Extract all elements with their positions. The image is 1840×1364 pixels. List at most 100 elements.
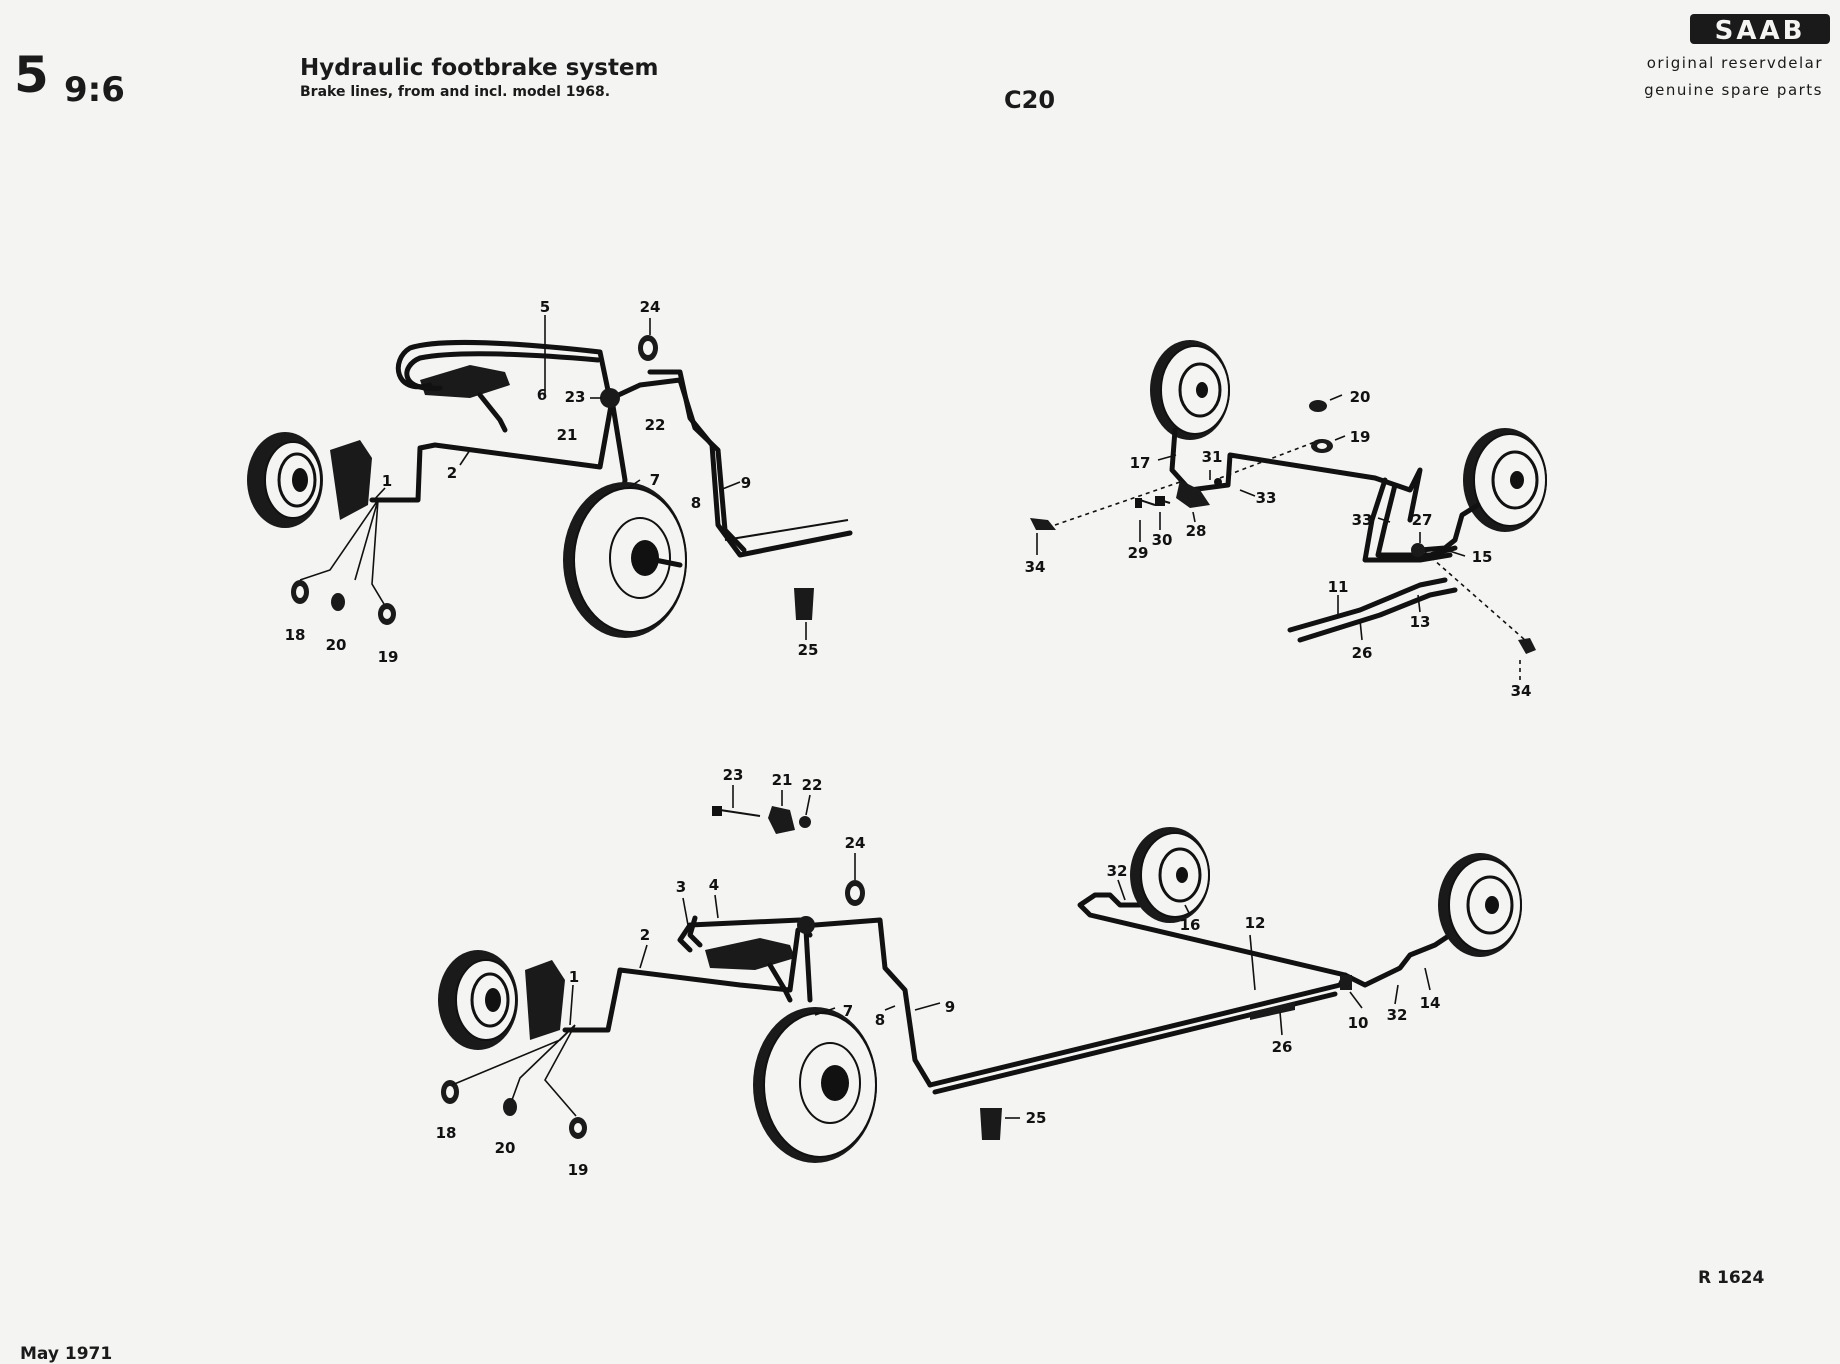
grommet-24 (638, 335, 658, 361)
bottom-clip-25 (980, 1108, 1002, 1140)
bottom-rear-left-brake-drum (1130, 827, 1210, 923)
label-23: 23 (565, 388, 586, 406)
label-24: 24 (640, 298, 661, 316)
rear-left-brake-drum (1150, 340, 1230, 440)
diagram-top-right: 20 19 17 31 33 33 27 15 34 29 30 28 11 1… (1025, 340, 1547, 700)
bottom-washer-20 (503, 1098, 517, 1116)
diagram-bottom: 23 21 22 24 3 4 2 1 32 16 12 7 8 9 14 32… (436, 766, 1522, 1179)
brake-line-13 (1297, 587, 1458, 643)
bottom-rear-right-brake-drum (1438, 853, 1522, 957)
bottom-front-left-brake-hub (438, 950, 565, 1050)
bracket-34-left (1030, 518, 1056, 530)
bottom-brake-line-12 (927, 972, 1348, 1088)
brake-line-5 (395, 340, 613, 403)
section-number: 5 (14, 46, 50, 104)
bottom-label-12: 12 (1245, 914, 1266, 932)
bottom-brake-line-9 (812, 917, 933, 1088)
bottom-label-7: 7 (843, 1002, 853, 1020)
bottom-label-16: 16 (1180, 916, 1201, 934)
bottom-master-cylinder (705, 938, 795, 970)
page-number: 9:6 (64, 70, 125, 110)
bracket-34-right (1518, 638, 1536, 654)
bottom-label-14: 14 (1420, 994, 1441, 1012)
bottom-label-9: 9 (945, 998, 955, 1016)
bottom-label-1: 1 (569, 968, 579, 986)
rear-right-brake-drum (1463, 428, 1547, 532)
front-right-brake-disc (563, 482, 687, 638)
bottom-label-4: 4 (709, 876, 719, 894)
label-5: 5 (540, 298, 550, 316)
grommet-20-top (1309, 400, 1327, 412)
label-26-top: 26 (1352, 644, 1373, 662)
bottom-washer-18 (441, 1080, 459, 1104)
label-9: 9 (741, 474, 751, 492)
label-8: 8 (691, 494, 701, 512)
label-20: 20 (326, 636, 347, 654)
bottom-label-22: 22 (802, 776, 823, 794)
label-28: 28 (1186, 522, 1207, 540)
label-34-left: 34 (1025, 558, 1046, 576)
label-11: 11 (1328, 578, 1349, 596)
label-15: 15 (1472, 548, 1493, 566)
bottom-label-19: 19 (568, 1161, 589, 1179)
brake-line-2 (369, 397, 615, 503)
bottom-label-20: 20 (495, 1139, 516, 1157)
model-code: C20 (1004, 86, 1056, 114)
bottom-washer-19 (569, 1117, 587, 1139)
washer-18 (291, 580, 309, 604)
grommet-19-top (1311, 439, 1333, 453)
label-21: 21 (557, 426, 578, 444)
label-27: 27 (1412, 511, 1433, 529)
label-22: 22 (645, 416, 666, 434)
label-31: 31 (1202, 448, 1223, 466)
bottom-brake-line-3 (687, 915, 703, 948)
diagram-top-left: 5 6 24 23 21 22 2 1 7 8 9 18 20 19 25 (247, 298, 853, 666)
drawing-reference: R 1624 (1698, 1268, 1765, 1288)
front-left-brake-hub (247, 432, 372, 528)
label-30: 30 (1152, 531, 1173, 549)
label-7: 7 (650, 471, 660, 489)
bottom-label-8: 8 (875, 1011, 885, 1029)
bottom-label-18: 18 (436, 1124, 457, 1142)
clip-25 (794, 588, 814, 620)
bottom-label-32-right: 32 (1387, 1006, 1408, 1024)
label-34-right: 34 (1511, 682, 1532, 700)
label-19-top: 19 (1350, 428, 1371, 446)
bottom-label-3: 3 (676, 878, 686, 896)
master-cylinder (420, 365, 510, 433)
label-18: 18 (285, 626, 306, 644)
bottom-label-10: 10 (1348, 1014, 1369, 1032)
label-6: 6 (537, 386, 547, 404)
label-33-right: 33 (1352, 511, 1373, 529)
bottom-brake-line-14 (1342, 932, 1453, 988)
label-13: 13 (1410, 613, 1431, 631)
label-17: 17 (1130, 454, 1151, 472)
brand-tagline-english: genuine spare parts (1644, 81, 1823, 99)
brake-line-15 (1417, 502, 1481, 553)
label-19: 19 (378, 648, 399, 666)
bottom-label-24: 24 (845, 834, 866, 852)
saab-logo: SAAB (1690, 14, 1830, 46)
label-1: 1 (382, 472, 392, 490)
bottom-brake-line-2 (562, 927, 801, 1033)
saab-logo-text: SAAB (1715, 16, 1806, 46)
bottom-label-32-left: 32 (1107, 862, 1128, 880)
bottom-brake-line-7 (803, 927, 813, 1003)
bottom-brake-line-rear (1077, 892, 1348, 978)
label-33-mid: 33 (1256, 489, 1277, 507)
brake-line-11 (1287, 577, 1448, 633)
bottom-label-26: 26 (1272, 1038, 1293, 1056)
page-header: 5 9:6 Hydraulic footbrake system Brake l… (0, 0, 1840, 130)
label-2: 2 (447, 464, 457, 482)
brand-tagline-swedish: original reservdelar (1646, 54, 1823, 72)
bottom-label-21: 21 (772, 771, 793, 789)
label-25: 25 (798, 641, 819, 659)
label-20-top: 20 (1350, 388, 1371, 406)
bottom-label-23: 23 (723, 766, 744, 784)
page-title: Hydraulic footbrake system (300, 55, 659, 81)
washer-20 (331, 593, 345, 611)
publication-date: May 1971 (20, 1344, 113, 1364)
page-subtitle: Brake lines, from and incl. model 1968. (300, 84, 611, 100)
label-29: 29 (1128, 544, 1149, 562)
